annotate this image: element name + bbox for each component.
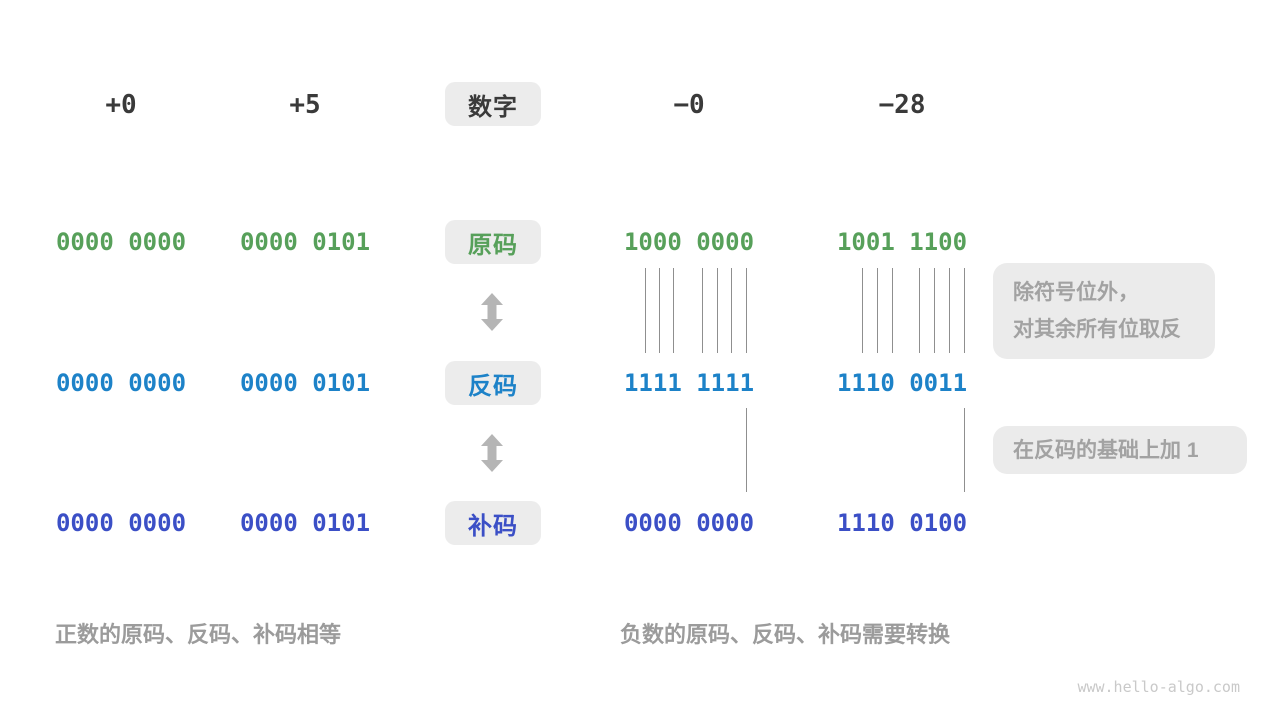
ones-complement-badge-label: 反码: [468, 372, 518, 400]
sign-magnitude-bits-plus-0: 0000 0000: [55, 228, 187, 256]
bit-mapping-line: [949, 268, 950, 353]
twos-complement-badge-label: 补码: [468, 512, 518, 540]
bit-mapping-line: [645, 268, 646, 353]
caption-positive-numbers: 正数的原码、反码、补码相等: [55, 622, 342, 647]
annotation-add-one-text: 在反码的基础上加 1: [1013, 438, 1199, 462]
bit-mapping-line: [934, 268, 935, 353]
bit-mapping-line: [673, 268, 674, 353]
header-value-plus-5: +5: [289, 90, 321, 120]
header-badge-number: 数字: [445, 82, 541, 126]
twos-complement-bits-minus-28: 1110 0100: [836, 509, 968, 537]
bit-mapping-line: [702, 268, 703, 353]
bit-mapping-line: [731, 268, 732, 353]
sign-magnitude-bits-plus-5: 0000 0101: [239, 228, 371, 256]
bit-mapping-line: [964, 408, 965, 492]
watermark-hello-algo: www.hello-algo.com: [1077, 678, 1240, 696]
bit-mapping-line: [746, 268, 747, 353]
ones-complement-badge: 反码: [445, 361, 541, 405]
header-badge-number-label: 数字: [468, 93, 518, 121]
bit-mapping-line: [877, 268, 878, 353]
up-down-arrow-icon: [481, 434, 503, 472]
twos-complement-bits-plus-5: 0000 0101: [239, 509, 371, 537]
bit-mapping-line: [746, 408, 747, 492]
sign-magnitude-badge: 原码: [445, 220, 541, 264]
bit-mapping-line: [659, 268, 660, 353]
annotation-invert-bits-line2: 对其余所有位取反: [1013, 318, 1181, 341]
bit-mapping-line: [892, 268, 893, 353]
sign-magnitude-badge-label: 原码: [468, 231, 518, 259]
sign-magnitude-bits-minus-0: 1000 0000: [623, 228, 755, 256]
ones-complement-bits-plus-0: 0000 0000: [55, 369, 187, 397]
caption-negative-numbers: 负数的原码、反码、补码需要转换: [620, 622, 951, 647]
bit-mapping-line: [964, 268, 965, 353]
ones-complement-bits-plus-5: 0000 0101: [239, 369, 371, 397]
header-value-plus-0: +0: [105, 90, 137, 120]
twos-complement-bits-minus-0: 0000 0000: [623, 509, 755, 537]
bit-mapping-line: [919, 268, 920, 353]
header-value-minus-28: −28: [878, 90, 926, 120]
header-value-minus-0: −0: [673, 90, 705, 120]
annotation-invert-bits: 除符号位外， 对其余所有位取反: [993, 263, 1215, 359]
sign-magnitude-bits-minus-28: 1001 1100: [836, 228, 968, 256]
bit-mapping-line: [717, 268, 718, 353]
annotation-add-one: 在反码的基础上加 1: [993, 426, 1247, 474]
bit-mapping-line: [862, 268, 863, 353]
annotation-invert-bits-line1: 除符号位外，: [1013, 281, 1139, 304]
ones-complement-bits-minus-0: 1111 1111: [623, 369, 755, 397]
twos-complement-bits-plus-0: 0000 0000: [55, 509, 187, 537]
twos-complement-badge: 补码: [445, 501, 541, 545]
up-down-arrow-icon: [481, 293, 503, 331]
ones-complement-bits-minus-28: 1110 0011: [836, 369, 968, 397]
